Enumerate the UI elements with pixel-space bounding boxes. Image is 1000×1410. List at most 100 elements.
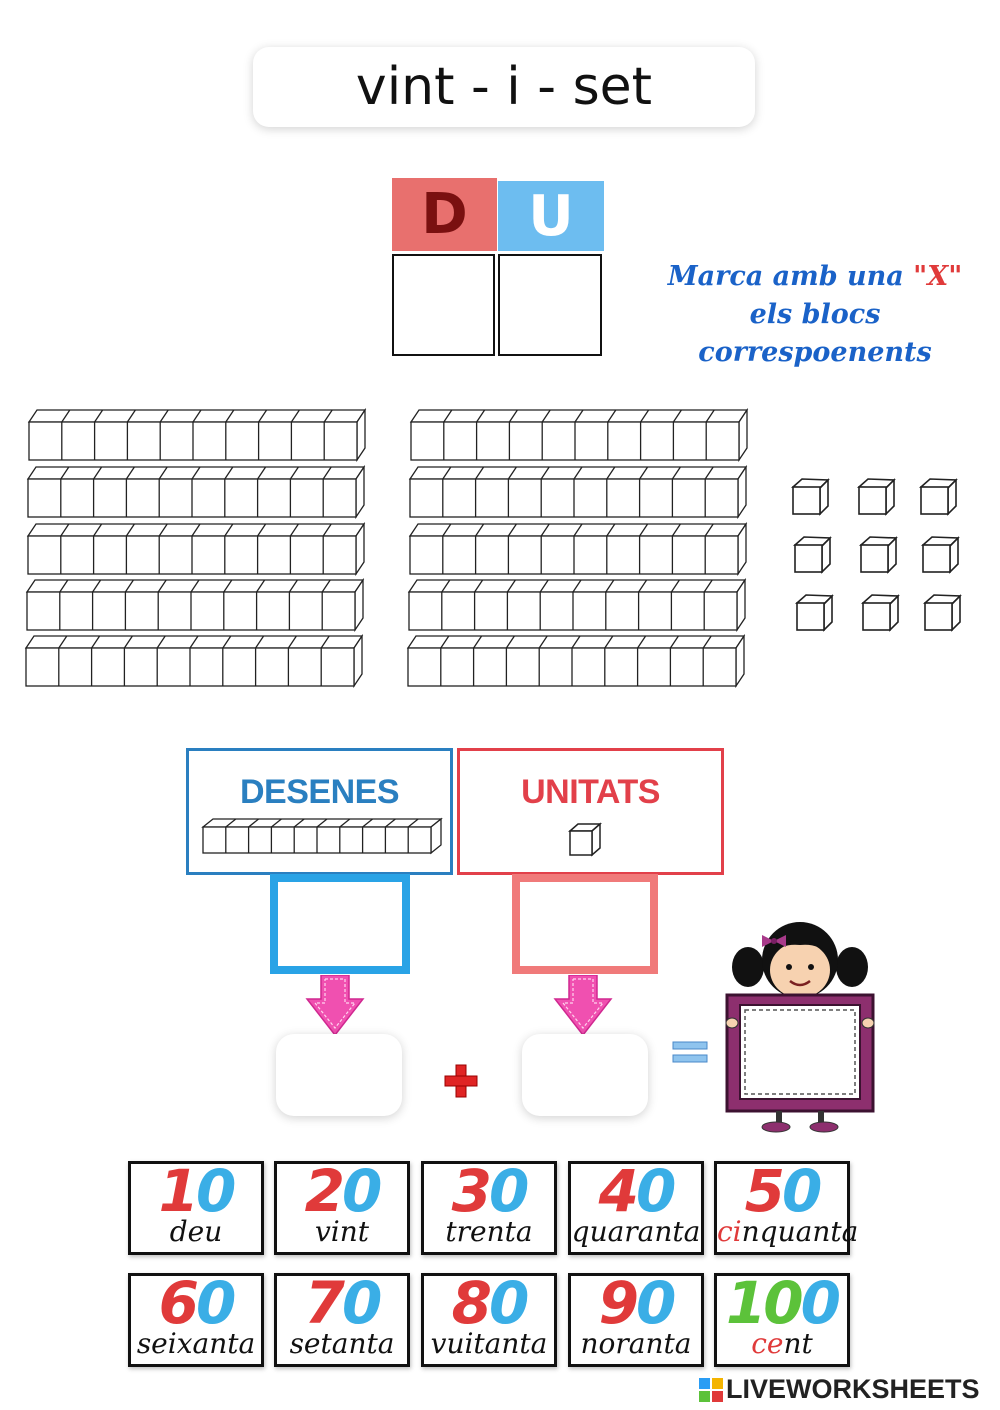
ten-rod[interactable] — [406, 634, 751, 690]
tile-word: quaranta — [571, 1216, 701, 1248]
tile-tens-digit: 3 — [451, 1157, 492, 1225]
tens-value-box[interactable] — [276, 1034, 402, 1116]
tile-tens-digit: 8 — [451, 1269, 492, 1337]
tile-number: 80 — [424, 1268, 554, 1338]
tile-word-text: quaranta — [571, 1215, 701, 1248]
girl-holding-frame-illustration — [725, 922, 875, 1133]
tile-word-text: vint — [314, 1215, 370, 1248]
liveworksheets-logo-icon — [699, 1377, 723, 1402]
tile-units-digit: 0 — [782, 1157, 822, 1225]
instruction-line1: Marca amb una — [667, 261, 914, 292]
plus-icon — [444, 1064, 478, 1098]
brand-logo: LIVEWORKSHEETS — [698, 1374, 980, 1405]
instruction-x: "X" — [913, 261, 963, 292]
tile-number: 20 — [277, 1156, 407, 1226]
tile-number: 90 — [571, 1268, 701, 1338]
ten-rod[interactable] — [407, 578, 752, 634]
units-answer-box[interactable] — [498, 254, 602, 356]
units-header: U — [498, 181, 604, 251]
tile-units-digit: 0 — [196, 1269, 236, 1337]
ten-rod[interactable] — [25, 578, 370, 634]
ten-rod[interactable] — [27, 408, 372, 464]
equals-icon — [672, 1041, 708, 1063]
tile-number: 70 — [277, 1268, 407, 1338]
unit-cube-icon — [568, 822, 602, 857]
ten-rod[interactable] — [24, 634, 369, 690]
tile-word-text: seixanta — [136, 1327, 256, 1360]
tile-word: noranta — [571, 1328, 701, 1360]
instruction-line2: els blocs — [749, 299, 881, 330]
title-card: vint - i - set — [253, 47, 755, 127]
tile-units-digit: 0 — [196, 1157, 236, 1225]
units-count-box[interactable] — [512, 874, 658, 974]
tile-number: 60 — [131, 1268, 261, 1338]
tile-units-digit: 0 — [636, 1269, 676, 1337]
instruction-text: Marca amb una "X" els blocs correspoenen… — [660, 258, 970, 372]
tile-word-text: nquanta — [741, 1215, 859, 1248]
tile-tens-digit: 7 — [304, 1269, 345, 1337]
tile-word-text: nt — [783, 1327, 813, 1360]
arrow-down-icon — [553, 975, 613, 1037]
ten-rod[interactable] — [408, 522, 753, 578]
tile-tens-digit: 2 — [304, 1157, 345, 1225]
unit-cube[interactable] — [794, 592, 838, 634]
ten-rod[interactable] — [408, 465, 753, 521]
unit-cube[interactable] — [860, 592, 904, 634]
unit-cube[interactable] — [856, 476, 900, 518]
units-panel: UNITATS — [457, 748, 724, 875]
tile-number: 30 — [424, 1156, 554, 1226]
tile-units-digit: 0 — [342, 1269, 382, 1337]
tile-number: 10 — [131, 1156, 261, 1226]
tens-panel-title: DESENES — [240, 773, 400, 811]
tile-word-text: noranta — [580, 1327, 692, 1360]
unit-cube[interactable] — [858, 534, 902, 576]
tile-units-digit: 0 — [636, 1157, 676, 1225]
ten-rod[interactable] — [26, 522, 371, 578]
tile-number: 50 — [717, 1156, 847, 1226]
tile-units-digit: 0 — [342, 1157, 382, 1225]
tile-tens-digit: 5 — [744, 1157, 785, 1225]
unit-cube[interactable] — [920, 534, 964, 576]
tens-panel: DESENES — [186, 748, 453, 875]
unit-cube[interactable] — [792, 534, 836, 576]
units-value-box[interactable] — [522, 1034, 648, 1116]
unit-cube[interactable] — [918, 476, 962, 518]
tile-units-digit: 0 — [489, 1269, 529, 1337]
tens-header: D — [392, 178, 497, 251]
tile-word: vint — [277, 1216, 407, 1248]
instruction-line3: correspoenents — [698, 337, 932, 368]
tile-word-text: vuitanta — [430, 1327, 548, 1360]
tile-tens-digit: 4 — [598, 1157, 639, 1225]
ten-rod[interactable] — [409, 408, 754, 464]
tile-word-text: setanta — [289, 1327, 395, 1360]
unit-cube[interactable] — [922, 592, 966, 634]
tile-number: 100 — [717, 1268, 847, 1338]
tile-word: setanta — [277, 1328, 407, 1360]
tile-units-digit: 0 — [489, 1157, 529, 1225]
tile-word-prefix: ce — [751, 1327, 784, 1360]
arrow-down-icon — [305, 975, 365, 1037]
page-title: vint - i - set — [355, 57, 653, 117]
tile-tens-digit: 10 — [725, 1269, 804, 1337]
tens-answer-box[interactable] — [392, 254, 495, 356]
tile-word: trenta — [424, 1216, 554, 1248]
tile-tens-digit: 9 — [598, 1269, 639, 1337]
ten-rod[interactable] — [26, 465, 371, 521]
tile-tens-digit: 6 — [158, 1269, 199, 1337]
tile-word: seixanta — [131, 1328, 261, 1360]
tile-tens-digit: 1 — [158, 1157, 199, 1225]
unit-cube[interactable] — [790, 476, 834, 518]
tens-count-box[interactable] — [270, 874, 410, 974]
tile-word-text: deu — [169, 1215, 223, 1248]
tile-word-prefix: ci — [717, 1215, 742, 1248]
